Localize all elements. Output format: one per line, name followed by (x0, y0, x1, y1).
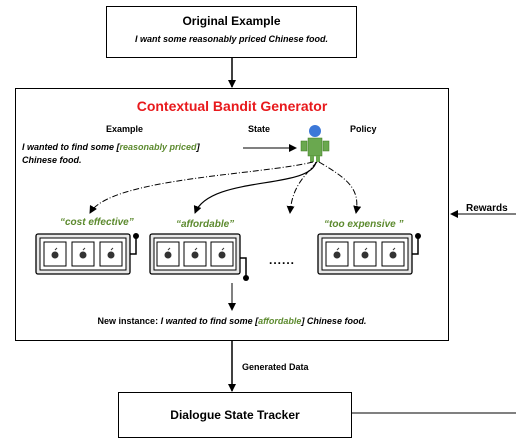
example-suffix: ] (196, 142, 200, 152)
new-instance-prefix: I wanted to find some [ (158, 316, 259, 326)
policy-arrow-cost-effective (89, 161, 314, 214)
arm-label-too-expensive: “too expensive ” (324, 219, 404, 230)
rewards-label: Rewards (466, 203, 508, 214)
original-example-title: Original Example (182, 14, 281, 28)
arm-label-cost-effective: “cost effective” (60, 217, 134, 228)
policy-arrow-middle (286, 161, 318, 214)
example-highlight: reasonably priced (119, 142, 197, 152)
policy-label: Policy (350, 124, 377, 134)
arm-label-affordable: “affordable” (176, 219, 235, 230)
policy-arrow-too-expensive (318, 161, 362, 214)
robot-agent-icon (300, 125, 330, 162)
tracker-title: Dialogue State Tracker (170, 408, 300, 422)
new-instance-sentence: New instance: I wanted to find some [aff… (16, 316, 448, 326)
generated-data-label: Generated Data (242, 362, 309, 372)
example-line2: Chinese food. (22, 155, 82, 165)
bandit-generator-box: Contextual Bandit Generator Example Stat… (15, 88, 449, 341)
state-label: State (248, 124, 271, 134)
generator-title: Contextual Bandit Generator (136, 98, 328, 114)
dialogue-state-tracker-box: Dialogue State Tracker (118, 392, 352, 438)
new-instance-suffix: ] Chinese food. (301, 316, 367, 326)
original-example-text: I want some reasonably priced Chinese fo… (134, 34, 329, 44)
example-sentence: I wanted to find some [reasonably priced… (22, 141, 252, 167)
example-label: Example (106, 124, 144, 134)
slot-machine-affordable (149, 233, 249, 281)
policy-arrow-affordable (193, 161, 317, 214)
new-instance-highlight: affordable (258, 316, 302, 326)
new-instance-label: New instance: (97, 316, 159, 326)
original-example-box: Original Example I want some reasonably … (106, 6, 357, 58)
example-prefix: I wanted to find some [ (22, 142, 120, 152)
slot-machine-cost-effective (35, 233, 139, 275)
arms-ellipsis: ...... (269, 253, 296, 267)
slot-machine-too-expensive (317, 233, 421, 275)
